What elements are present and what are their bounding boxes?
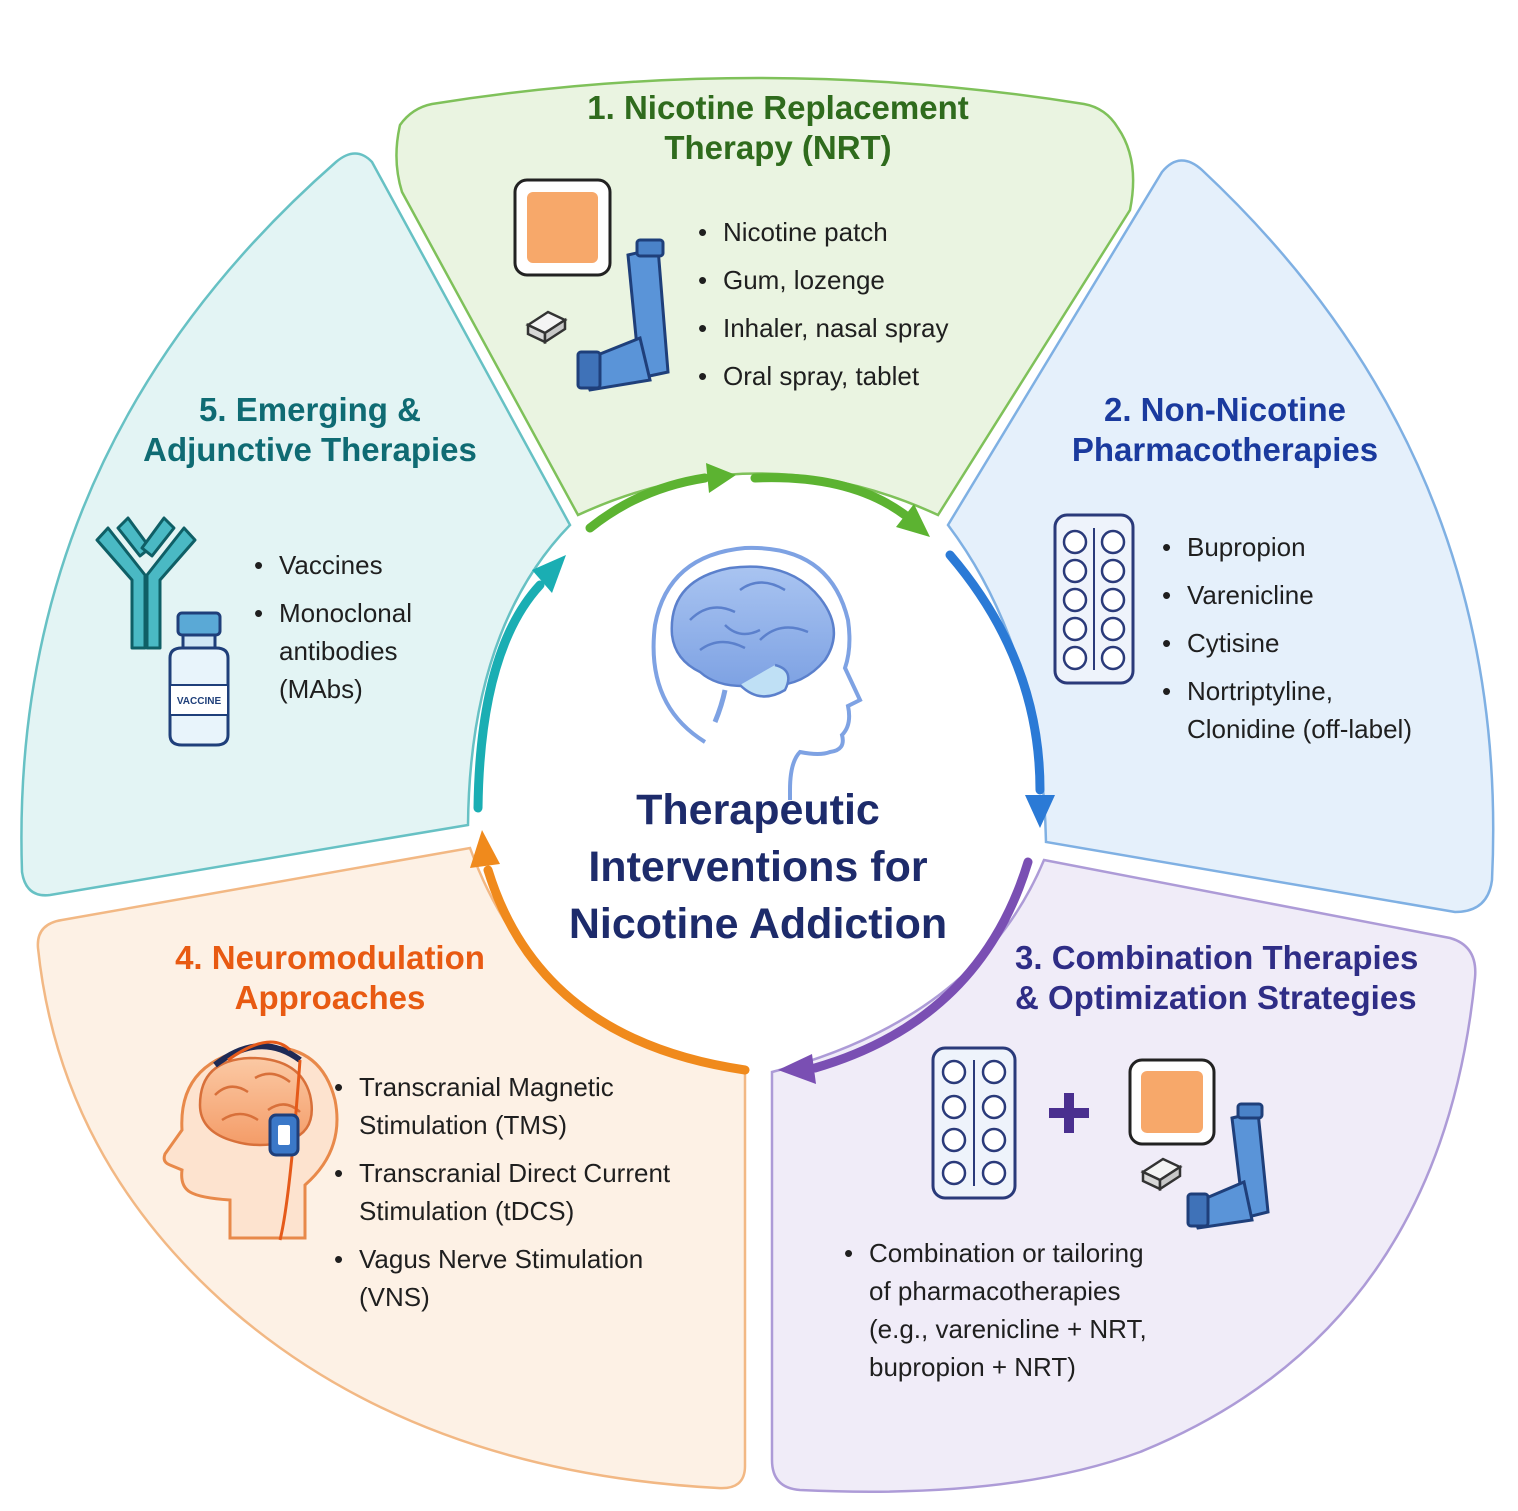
title-nrt-line-1: 1. Nicotine Replacement <box>587 89 969 126</box>
item-non-nicotine-3: Cytisine <box>1160 624 1425 662</box>
items-combination: Combination or tailoring of pharmacother… <box>842 1234 1172 1396</box>
brain-head-icon <box>651 545 863 800</box>
items-nrt: Nicotine patch Gum, lozenge Inhaler, nas… <box>696 213 986 405</box>
item-combination-1: Combination or tailoring of pharmacother… <box>842 1234 1172 1386</box>
segment-emerging <box>20 152 572 897</box>
title-nrt-line-2: Therapy (NRT) <box>664 129 892 167</box>
nicotine-patch-icon <box>513 178 612 277</box>
arrow-green-1 <box>585 473 710 533</box>
inhaler-icon <box>576 238 670 392</box>
arrow-blue-head <box>1025 795 1055 828</box>
vaccine-vial-icon: VACCINE <box>168 611 230 747</box>
arrow-purple-head <box>778 1054 816 1084</box>
item-nrt-3: Inhaler, nasal spray <box>696 309 986 347</box>
title-non-nicotine: 2. Non-Nicotine Pharmacotherapies <box>1060 390 1390 471</box>
arrow-green-1-head <box>706 463 736 493</box>
item-neuromodulation-3: Vagus Nerve Stimulation (VNS) <box>332 1240 672 1316</box>
title-nrt: 1. Nicotine Replacement Therapy (NRT) <box>558 88 998 169</box>
item-non-nicotine-2: Varenicline <box>1160 576 1425 614</box>
arrow-teal <box>473 580 545 813</box>
arrow-purple <box>810 857 1033 1073</box>
title-neuromodulation: 4. Neuromodulation Approaches <box>150 938 510 1019</box>
item-emerging-1: Vaccines <box>252 546 452 584</box>
title-emerging-line-1: 5. Emerging & <box>199 391 421 428</box>
blister-pack-icon <box>1053 513 1135 685</box>
title-combination-line-2: & Optimization Strategies <box>1015 979 1417 1017</box>
title-non-nicotine-line-1: 2. Non-Nicotine <box>1103 391 1346 428</box>
arrow-teal-head <box>532 555 566 593</box>
title-combination: 3. Combination Therapies & Optimization … <box>1015 938 1419 1019</box>
blister-pack-icon <box>931 1046 1017 1200</box>
title-neuromodulation-line-2: Approaches <box>234 979 426 1017</box>
center-title-line-2: Interventions for <box>588 843 928 891</box>
item-nrt-2: Gum, lozenge <box>696 261 986 299</box>
item-emerging-2: Monoclonal antibodies (MAbs) <box>252 594 452 708</box>
cycle-arrows <box>470 463 1055 1084</box>
arrow-orange-head <box>470 830 500 868</box>
arrow-blue <box>945 550 1045 795</box>
antibody-icon <box>95 516 197 650</box>
head-stimulation-device-icon <box>162 1040 339 1241</box>
arrow-green-2-head <box>896 504 930 537</box>
title-non-nicotine-line-2: Pharmacotherapies <box>1071 431 1379 469</box>
title-neuromodulation-line-1: 4. Neuromodulation <box>175 939 485 976</box>
title-emerging-line-2: Adjunctive Therapies <box>143 431 477 469</box>
item-neuromodulation-1: Transcranial Magnetic Stimulation (TMS) <box>332 1068 672 1144</box>
title-emerging: 5. Emerging & Adjunctive Therapies <box>130 390 490 471</box>
center-title: Therapeutic Interventions for Nicotine A… <box>558 782 958 953</box>
item-non-nicotine-4: Nortriptyline, Clonidine (off-label) <box>1160 672 1425 748</box>
vial-label: VACCINE <box>177 696 222 707</box>
items-emerging: Vaccines Monoclonal antibodies (MAbs) <box>252 546 452 718</box>
center-title-line-3: Nicotine Addiction <box>568 900 948 948</box>
lozenge-icon <box>1140 1157 1183 1192</box>
arrow-green-2 <box>750 473 910 520</box>
plus-icon <box>1049 1093 1089 1133</box>
item-non-nicotine-1: Bupropion <box>1160 528 1425 566</box>
lozenge-icon <box>525 310 568 345</box>
item-nrt-1: Nicotine patch <box>696 213 986 251</box>
item-nrt-4: Oral spray, tablet <box>696 357 986 395</box>
items-non-nicotine: Bupropion Varenicline Cytisine Nortripty… <box>1160 528 1425 758</box>
item-neuromodulation-2: Transcranial Direct Current Stimulation … <box>332 1154 672 1230</box>
inhaler-icon <box>1186 1102 1270 1230</box>
items-neuromodulation: Transcranial Magnetic Stimulation (TMS) … <box>332 1068 672 1326</box>
center-circle <box>513 550 1003 1040</box>
title-combination-line-1: 3. Combination Therapies <box>1015 939 1419 976</box>
arrow-orange <box>483 865 750 1075</box>
nicotine-patch-icon <box>1128 1058 1216 1146</box>
center-title-line-1: Therapeutic <box>636 786 880 834</box>
